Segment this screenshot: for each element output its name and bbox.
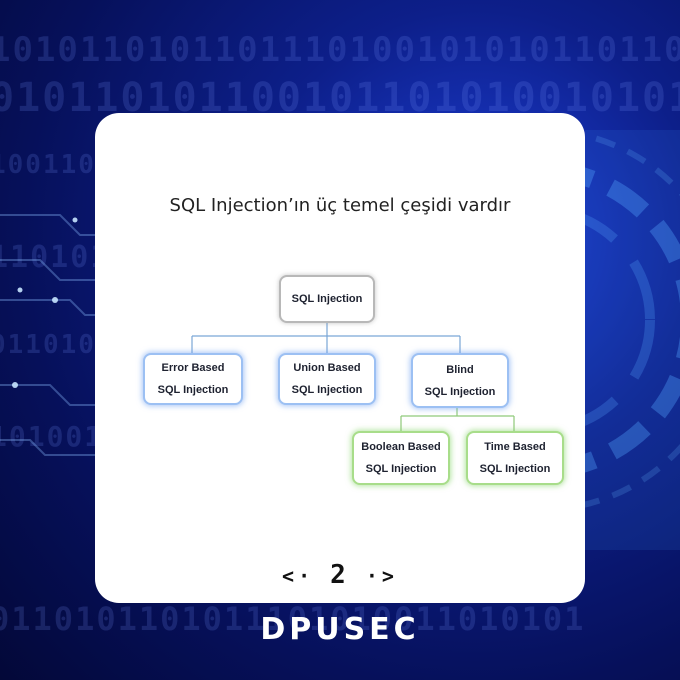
prev-arrow-icon[interactable]: <· xyxy=(282,564,315,588)
node-sql-injection: SQL Injection xyxy=(279,275,375,323)
node-label: Boolean Based xyxy=(361,441,441,453)
node-label: SQL Injection xyxy=(424,385,496,398)
node-union-based: Union Based SQL Injection xyxy=(278,353,376,405)
node-label: SQL Injection xyxy=(479,463,551,475)
node-label: SQL Injection xyxy=(291,384,363,396)
node-time-based: Time Based SQL Injection xyxy=(466,431,564,485)
page-indicator: <· 2 ·> xyxy=(95,560,585,590)
node-label: SQL Injection xyxy=(365,463,437,475)
diagram-heading: SQL Injection’ın üç temel çeşidi vardır xyxy=(169,195,511,216)
node-label: Error Based xyxy=(161,362,225,374)
node-boolean-based: Boolean Based SQL Injection xyxy=(352,431,450,485)
binary-pattern: 0110101 xyxy=(0,330,114,360)
node-label: Time Based xyxy=(484,441,546,453)
content-card: SQL Injection’ın üç temel çeşidi vardır … xyxy=(95,113,585,603)
brand-logo: DPUSEC xyxy=(260,612,420,647)
node-error-based: Error Based SQL Injection xyxy=(143,353,243,405)
page-number: 2 xyxy=(330,560,350,590)
node-label: Blind xyxy=(446,363,474,376)
binary-pattern: 1010110101101110100101010110110101 xyxy=(0,30,680,70)
node-label: SQL Injection xyxy=(157,384,229,396)
node-label: SQL Injection xyxy=(291,293,363,305)
binary-pattern: 101001 xyxy=(0,420,104,453)
tree-connectors xyxy=(191,323,515,431)
next-arrow-icon[interactable]: ·> xyxy=(365,564,398,588)
node-label: Union Based xyxy=(293,362,361,374)
binary-pattern: 0110101101011101010011010101 xyxy=(0,600,586,638)
binary-pattern: 1001101 xyxy=(0,150,114,180)
node-blind: Blind SQL Injection xyxy=(411,353,509,408)
binary-pattern: 110101 xyxy=(0,240,111,275)
